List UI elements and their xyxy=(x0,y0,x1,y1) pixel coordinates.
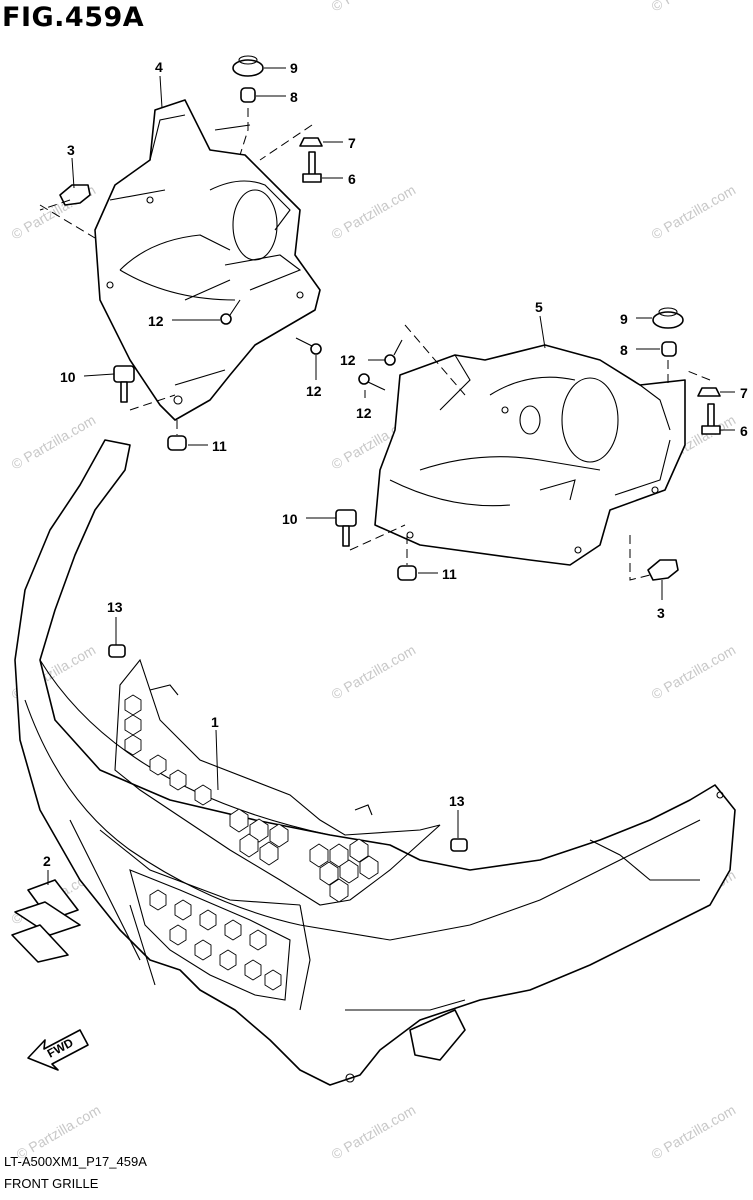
part-9-grommet-right xyxy=(652,307,684,329)
watermark: © Partzilla.com xyxy=(329,642,419,703)
watermark: © Partzilla.com xyxy=(649,0,739,15)
callout-9: 9 xyxy=(620,311,628,327)
callout-11: 11 xyxy=(442,566,457,582)
part-4-left-inner-guard xyxy=(94,99,321,421)
figure-code: LT-A500XM1_P17_459A xyxy=(4,1154,147,1169)
callout-8: 8 xyxy=(290,89,298,105)
callout-13: 13 xyxy=(107,599,123,615)
callout-9: 9 xyxy=(290,60,298,76)
callout-12: 12 xyxy=(356,405,372,421)
fwd-arrow: FWD xyxy=(27,1029,89,1071)
part-12-screw-a xyxy=(220,299,241,325)
part-10-bolt-right xyxy=(335,509,357,547)
callout-6: 6 xyxy=(740,423,748,439)
callout-2: 2 xyxy=(43,853,51,869)
watermark: © Partzilla.com xyxy=(649,182,739,243)
guide-lines xyxy=(39,108,711,581)
part-8-collar-upper xyxy=(240,87,256,103)
part-7-nut-upper xyxy=(299,137,323,147)
part-3-clip-upper xyxy=(59,184,91,206)
callout-12: 12 xyxy=(306,383,322,399)
part-3-clip-right xyxy=(647,559,679,581)
callout-7: 7 xyxy=(348,135,356,151)
part-1-front-grille xyxy=(14,439,736,1086)
callout-5: 5 xyxy=(535,299,543,315)
callout-4: 4 xyxy=(155,59,163,75)
callout-8: 8 xyxy=(620,342,628,358)
callout-numbers: 1 2 3 3 4 5 6 6 7 7 8 8 9 9 10 10 11 11 … xyxy=(43,59,748,869)
watermark: © Partzilla.com xyxy=(329,0,419,15)
watermark: © Partzilla.com xyxy=(649,642,739,703)
part-13-screw-right xyxy=(450,838,468,852)
callout-12: 12 xyxy=(148,313,164,329)
callout-12: 12 xyxy=(340,352,356,368)
callout-1: 1 xyxy=(211,714,219,730)
grille-mesh xyxy=(124,694,379,991)
part-12-screw-b xyxy=(295,337,322,355)
part-10-bolt-left xyxy=(113,365,135,403)
callout-13: 13 xyxy=(449,793,465,809)
part-8-collar-right xyxy=(661,341,677,357)
part-13-screw-left xyxy=(108,644,126,658)
watermark: © Partzilla.com xyxy=(649,1102,739,1163)
figure-title: FIG.459A xyxy=(2,2,145,33)
part-11-nut-left xyxy=(167,435,187,451)
callout-10: 10 xyxy=(60,369,76,385)
part-2-emblem xyxy=(11,879,81,963)
watermark: © Partzilla.com xyxy=(9,412,99,473)
part-12-screw-d xyxy=(358,373,386,391)
callout-6: 6 xyxy=(348,171,356,187)
callout-3: 3 xyxy=(657,605,665,621)
part-9-grommet-upper xyxy=(232,55,264,77)
figure-caption: FRONT GRILLE xyxy=(4,1176,99,1191)
part-11-nut-right xyxy=(397,565,417,581)
watermark: © Partzilla.com xyxy=(329,1102,419,1163)
part-6-bolt-upper xyxy=(302,151,322,183)
callout-7: 7 xyxy=(740,385,748,401)
watermark: © Partzilla.com xyxy=(329,182,419,243)
callout-11: 11 xyxy=(212,438,227,454)
part-12-screw-c xyxy=(384,339,403,366)
part-5-right-inner-guard xyxy=(374,344,686,566)
leader-lines xyxy=(47,67,735,885)
part-7-nut-right xyxy=(697,387,721,397)
callout-3: 3 xyxy=(67,142,75,158)
callout-10: 10 xyxy=(282,511,298,527)
